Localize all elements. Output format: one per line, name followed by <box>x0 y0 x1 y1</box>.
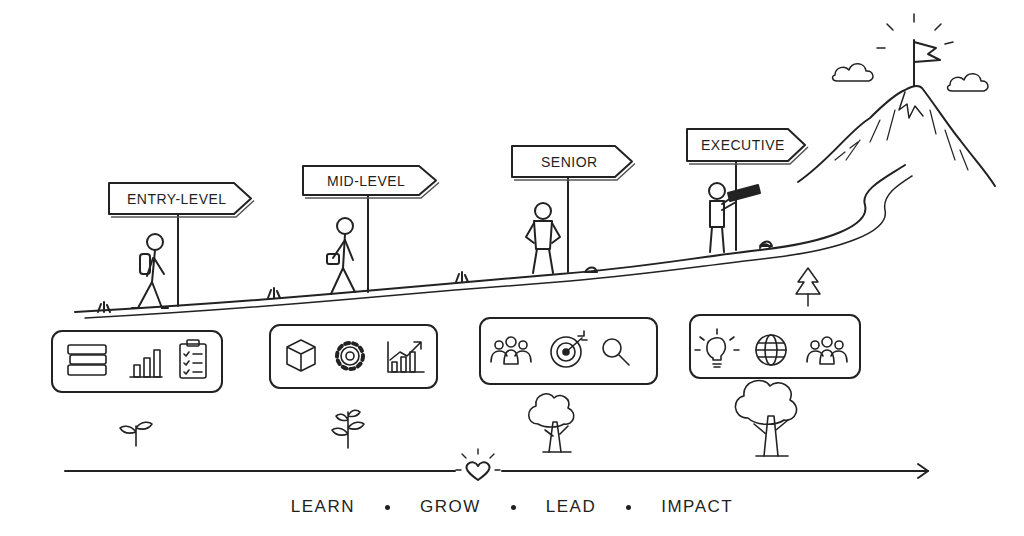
sign-board <box>109 183 251 214</box>
signpost-arrow: SENIOR <box>511 145 633 178</box>
sign-label: MID-LEVEL <box>327 174 405 188</box>
motto-word: GROW <box>420 497 481 517</box>
sign-label: ENTRY-LEVEL <box>127 192 227 206</box>
sign-board <box>303 166 436 195</box>
signpost-arrow: MID-LEVEL <box>302 165 437 196</box>
sign-label: EXECUTIVE <box>701 138 785 152</box>
sign-label: SENIOR <box>541 155 598 169</box>
separator-dot <box>626 505 631 510</box>
signpost-arrow: EXECUTIVE <box>686 128 806 162</box>
motto-row: LEARN GROW LEAD IMPACT <box>0 497 1024 517</box>
sign-board <box>687 129 805 161</box>
separator-dot <box>385 505 390 510</box>
motto-word: IMPACT <box>661 497 733 517</box>
separator-dot <box>511 505 516 510</box>
sign-board <box>512 146 632 177</box>
motto-word: LEAD <box>546 497 596 517</box>
motto-word: LEARN <box>291 497 355 517</box>
signpost-arrow: ENTRY-LEVEL <box>108 182 252 215</box>
